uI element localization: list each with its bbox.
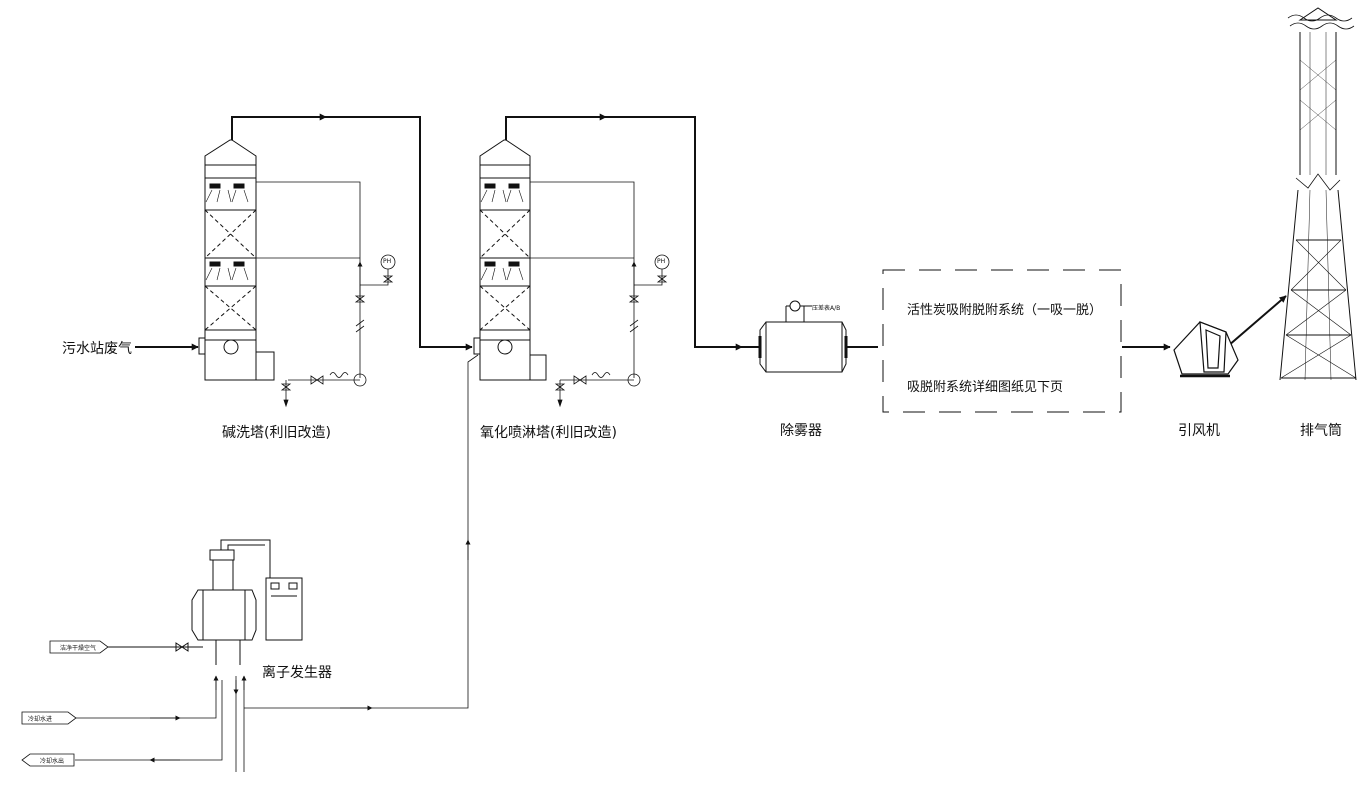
demister-gauge-tag: 压差表A/B [812,305,841,312]
carbon-note-label: 吸脱附系统详细图纸见下页 [907,380,1064,395]
oxidation-tower-label: 氧化喷淋塔(利旧改造) [480,425,617,441]
alkali-recirculation [256,181,396,408]
carbon-system-label: 活性炭吸附脱附系统（一吸一脱） [907,303,1103,318]
carbon-system-box [882,269,1122,413]
oxidation-tower [473,139,547,381]
cooling-out-tag: 冷却水出 [40,758,65,765]
demister-label: 除雾器 [780,423,822,439]
stack-label: 排气筒 [1300,423,1342,439]
ion-pipes [75,354,479,772]
alkali-tower-label: 碱洗塔(利旧改造) [222,425,331,441]
fan-unit [1173,321,1239,378]
waste-gas-label: 污水站废气 [62,341,132,357]
ion-generator-unit [105,539,303,665]
inlet-tags [21,640,109,767]
oxidation-recirculation [530,181,670,408]
demister-unit [758,300,848,373]
clean-air-tag: 洁净干燥空气 [60,645,97,652]
alkali-tower [198,139,275,381]
alkali-ph-tag: PH [383,258,392,265]
main-gas-pipe [135,113,1287,351]
cooling-in-tag: 冷却水进 [28,716,53,723]
fan-label: 引风机 [1178,423,1220,439]
ion-generator-label: 离子发生器 [262,665,332,681]
oxidation-ph-tag: PH [657,258,666,265]
stack-tower [1279,7,1357,381]
